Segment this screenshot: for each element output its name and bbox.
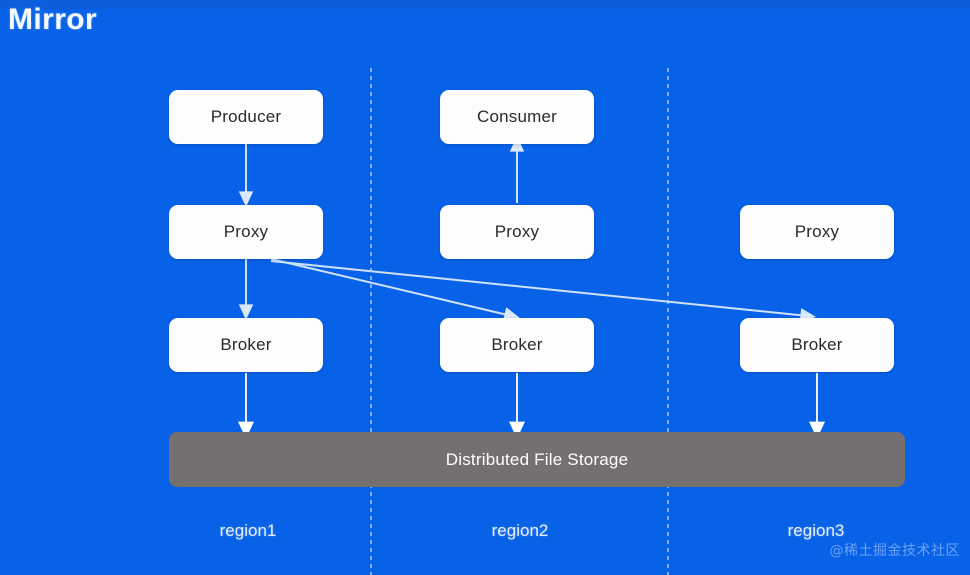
distributed-file-storage[interactable]: Distributed File Storage [169,432,905,487]
node-broker-region1[interactable]: Broker [169,318,323,372]
wire-proxy1-to-broker2 [270,258,520,322]
node-broker-region2[interactable]: Broker [440,318,594,372]
node-proxy-region2[interactable]: Proxy [440,205,594,259]
node-broker-region3[interactable]: Broker [740,318,894,372]
region-label-2: region2 [491,521,549,540]
wire-proxy1-to-broker3 [270,260,816,323]
node-proxy-region1[interactable]: Proxy [169,205,323,259]
node-producer[interactable]: Producer [169,90,323,144]
page-title: Mirror [8,3,98,36]
node-consumer[interactable]: Consumer [440,90,594,144]
watermark: @稀土掘金技术社区 [829,543,960,559]
node-proxy-region3[interactable]: Proxy [740,205,894,259]
region-label-3: region3 [787,521,845,540]
top-strip [0,0,970,9]
region-label-1: region1 [219,521,277,540]
